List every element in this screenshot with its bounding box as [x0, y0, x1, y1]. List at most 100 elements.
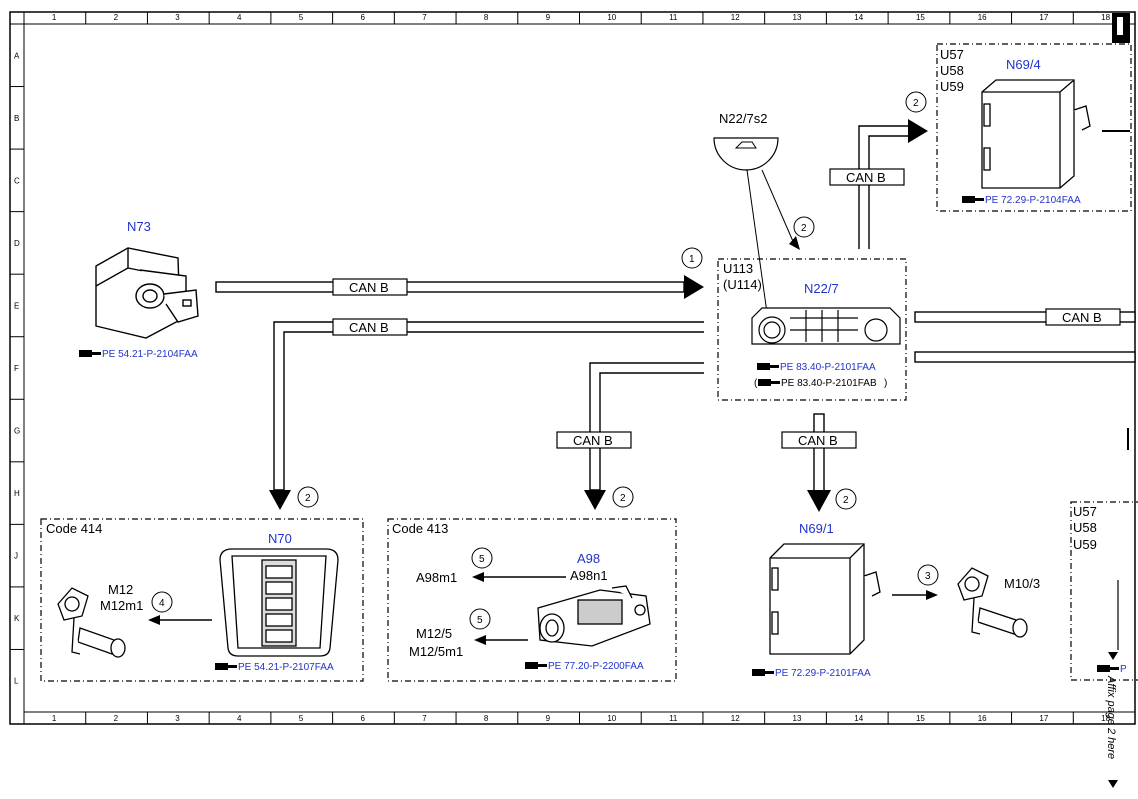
callout-5: 5	[479, 554, 485, 565]
code-413-box	[387, 518, 677, 682]
n69-4-code: U57	[940, 47, 964, 62]
can-bus-label: CAN B	[349, 320, 389, 335]
n69-4-label: N69/4	[1006, 57, 1041, 72]
n69-4-reference-link[interactable]: PE 72.29-P-2104FAA	[985, 195, 1081, 206]
right-box-code: U57	[1073, 504, 1097, 519]
right-box-code: U59	[1073, 537, 1097, 552]
can-bus-label: CAN B	[846, 170, 886, 185]
callout-circle	[151, 591, 173, 613]
arrow-head-icon	[807, 490, 831, 512]
n22-7-box	[717, 258, 907, 401]
callout-circle	[297, 486, 319, 508]
grid-row-label: G	[14, 427, 20, 436]
a98m1-label: A98m1	[416, 570, 457, 585]
n70-reference-link[interactable]: PE 54.21-P-2107FAA	[238, 662, 334, 673]
grid-row-label: F	[14, 364, 19, 373]
can-bus-line	[215, 281, 685, 293]
arrow-head-icon	[584, 490, 606, 510]
m12m1-label: M12m1	[100, 598, 143, 613]
arrow-head-icon	[789, 236, 800, 250]
callout-circle	[793, 216, 815, 238]
m12-5-label: M12/5	[416, 626, 452, 641]
grid-column-label: 2	[114, 714, 119, 723]
callout-2: 2	[843, 495, 849, 506]
grid-column-label: 10	[607, 714, 616, 723]
n73-ignition-switch-icon	[95, 247, 199, 339]
callout-2: 2	[801, 223, 807, 234]
grid-row-label: K	[14, 614, 20, 623]
m10-3-motor-icon	[957, 567, 1028, 638]
n69-4-code: U59	[940, 79, 964, 94]
can-bus-label: CAN B	[798, 433, 838, 448]
grid-column-label: 12	[731, 714, 740, 723]
n73-reference-link[interactable]: PE 54.21-P-2104FAA	[102, 349, 198, 360]
a98-roof-module-icon	[537, 585, 651, 647]
m12-motor-icon	[57, 587, 126, 658]
grid-column-label: 3	[175, 714, 180, 723]
grid-column-label: 7	[422, 13, 427, 22]
can-bus-line	[914, 351, 1136, 363]
callout-3: 3	[925, 571, 931, 582]
book-reference-icon	[79, 350, 101, 357]
grid-column-label: 15	[916, 13, 925, 22]
grid-column-label: 12	[731, 13, 740, 22]
grid-column-label: 10	[607, 13, 616, 22]
callout-2: 2	[305, 493, 311, 504]
grid-column-label: 8	[484, 714, 489, 723]
a98n1-label: A98n1	[570, 568, 608, 583]
arrow-head-icon	[926, 590, 938, 600]
callout-2: 2	[620, 493, 626, 504]
callout-1: 1	[689, 254, 695, 265]
callout-4: 4	[159, 598, 165, 609]
arrow-head-icon	[472, 572, 484, 582]
can-bus-label: CAN B	[349, 280, 389, 295]
grid-column-label: 16	[978, 714, 987, 723]
grid-row-label: L	[14, 677, 19, 686]
grid-column-label: 4	[237, 13, 242, 22]
right-box-reference-link[interactable]: P	[1120, 664, 1127, 675]
callout-5: 5	[477, 615, 483, 626]
grid-column-label: 8	[484, 13, 489, 22]
code-414-label: Code 414	[46, 521, 102, 536]
grid-row-label: H	[14, 489, 20, 498]
n69-1-label: N69/1	[799, 521, 834, 536]
m12-5m1-label: M12/5m1	[409, 644, 463, 659]
n22-7-alt-reference-link[interactable]: PE 83.40-P-2101FAB	[781, 378, 877, 389]
grid-column-label: 2	[114, 13, 119, 22]
grid-column-label: 17	[1039, 714, 1048, 723]
grid-column-label: 17	[1039, 13, 1048, 22]
code-414-box	[40, 518, 364, 682]
n22-7-code: (U114)	[723, 277, 762, 292]
callout-circle	[835, 488, 857, 510]
can-bus-line	[813, 413, 825, 493]
can-bus-label: CAN B	[1062, 310, 1102, 325]
m10-3-label: M10/3	[1004, 576, 1040, 591]
n22-7-control-unit-icon	[751, 307, 901, 345]
n69-4-box	[936, 43, 1132, 212]
n69-4-door-module-icon	[981, 79, 1091, 189]
can-bus-line	[273, 321, 704, 491]
callout-circle	[681, 247, 703, 269]
grid-column-label: 11	[669, 714, 678, 723]
callout-2: 2	[913, 98, 919, 109]
n22-7-reference-link[interactable]: PE 83.40-P-2101FAA	[780, 362, 876, 373]
can-bus-line	[914, 311, 1136, 323]
grid-column-label: 9	[546, 13, 551, 22]
arrow-head-icon	[474, 635, 486, 645]
grid-column-label: 4	[237, 714, 242, 723]
n69-1-reference-link[interactable]: PE 72.29-P-2101FAA	[775, 668, 871, 679]
grid-column-label: 3	[175, 13, 180, 22]
a98-reference-link[interactable]: PE 77.20-P-2200FAA	[548, 661, 644, 672]
n73-label: N73	[127, 219, 151, 234]
arrow-head-icon	[148, 615, 160, 625]
callout-circle	[469, 608, 491, 630]
grid-column-label: 11	[669, 13, 678, 22]
n70-switch-panel-icon	[219, 548, 339, 657]
grid-column-label: 18	[1101, 714, 1110, 723]
callout-circle	[917, 564, 939, 586]
grid-column-label: 15	[916, 714, 925, 723]
grid-row-label: B	[14, 114, 19, 123]
can-bus-line	[589, 362, 704, 491]
callout-circle	[612, 486, 634, 508]
